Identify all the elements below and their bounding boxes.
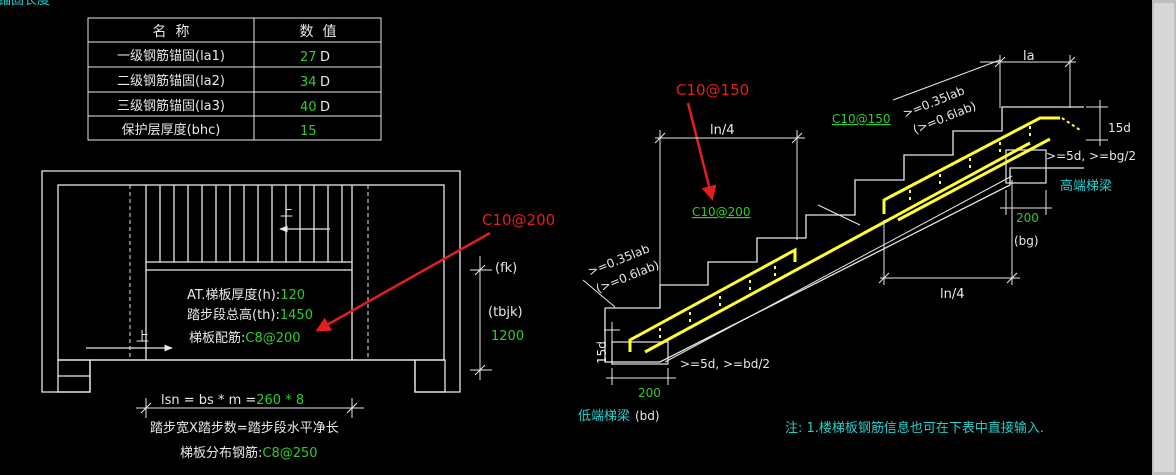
la-label: la bbox=[1023, 49, 1035, 64]
rebar-mid-label[interactable]: C10@200 bbox=[692, 205, 751, 219]
rebar-value[interactable]: C8@200 bbox=[245, 331, 300, 346]
high-beam-outline bbox=[1005, 149, 1047, 184]
callout-right-arrow bbox=[686, 102, 717, 201]
fk-label: (fk) bbox=[495, 261, 517, 276]
ln4-top-label: ln/4 bbox=[710, 123, 735, 138]
height-value[interactable]: 1450 bbox=[280, 308, 313, 323]
section-dimensions bbox=[582, 55, 1108, 385]
table-row-value[interactable]: 34 bbox=[300, 75, 317, 90]
table-row-name: 二级钢筋锚固(la2) bbox=[117, 73, 225, 89]
rebar-line: 梯板配筋:C8@200 bbox=[189, 330, 301, 346]
bd-value[interactable]: 200 bbox=[638, 386, 661, 400]
up-marker-top: 上 bbox=[280, 205, 293, 220]
tbjk-value[interactable]: 1200 bbox=[491, 329, 524, 344]
lsn-line: lsn = bs * m =260 * 8 bbox=[161, 393, 304, 408]
rebar-label: 梯板配筋: bbox=[189, 330, 245, 346]
stair-slab-outline bbox=[604, 167, 1084, 363]
table-header-value: 数 值 bbox=[300, 24, 337, 40]
ln4-bottom-label: ln/4 bbox=[940, 287, 965, 302]
header-fragment: 锚固长度 bbox=[0, 0, 50, 8]
low-beam-label: 低端梯梁 bbox=[578, 409, 630, 424]
table-row-name: 三级钢筋锚固(la3) bbox=[117, 98, 225, 114]
table-row-unit: D bbox=[320, 100, 330, 115]
table-header-name: 名 称 bbox=[153, 24, 190, 40]
thickness-value[interactable]: 120 bbox=[280, 288, 305, 303]
bg-value[interactable]: 200 bbox=[1016, 211, 1039, 225]
callout-left-arrow bbox=[315, 231, 491, 332]
d5-bottom-label: >=5d, >=bd/2 bbox=[680, 357, 770, 371]
height-label: 踏步段总高(th): bbox=[187, 307, 280, 323]
rebar-top-label[interactable]: C10@150 bbox=[832, 112, 891, 126]
formula-text: 踏步宽X踏步数=踏步段水平净长 bbox=[150, 420, 339, 436]
rebar-tail bbox=[1061, 117, 1081, 131]
tbjk-label: (tbjk) bbox=[488, 305, 523, 320]
table-row-name: 保护层厚度(bhc) bbox=[122, 122, 221, 138]
callout-left-label: C10@200 bbox=[482, 211, 555, 229]
distribution-label: 梯板分布钢筋: bbox=[180, 445, 262, 461]
distribution-line: 梯板分布钢筋:C8@250 bbox=[180, 445, 318, 461]
slab-rebar bbox=[628, 116, 1060, 354]
bg-label: (bg) bbox=[1014, 234, 1039, 248]
high-beam-label: 高端梯梁 bbox=[1060, 178, 1112, 194]
thickness-label: AT.梯板厚度(h): bbox=[187, 287, 280, 303]
stair-step-outline bbox=[605, 106, 1084, 309]
table-row-value[interactable]: 15 bbox=[300, 124, 317, 139]
plan-bottom-dimension bbox=[136, 398, 364, 418]
table-row-unit: D bbox=[320, 75, 330, 90]
d15-top-label: 15d bbox=[1108, 121, 1131, 135]
rebar-stirrups bbox=[659, 126, 1031, 338]
note-text: 注: 1.楼梯板钢筋信息也可在下表中直接输入. bbox=[785, 420, 1044, 436]
d5-top-label: >=5d, >=bg/2 bbox=[1046, 149, 1136, 163]
lsn-value[interactable]: 260 * 8 bbox=[256, 393, 304, 408]
table-row-unit: D bbox=[320, 50, 330, 65]
plan-right-dimension bbox=[470, 256, 492, 380]
distribution-value[interactable]: C8@250 bbox=[262, 446, 317, 461]
bd-label: (bd) bbox=[635, 409, 660, 423]
table-row-value[interactable]: 40 bbox=[300, 100, 317, 115]
scrollbar-thumb[interactable] bbox=[1154, 3, 1174, 472]
d15-left-label: 15d bbox=[595, 341, 609, 364]
parameter-table bbox=[87, 17, 382, 141]
plan-dashed-lines bbox=[129, 185, 369, 360]
table-row-name: 一级钢筋锚固(la1) bbox=[117, 48, 225, 64]
thickness-line: AT.梯板厚度(h):120 bbox=[187, 287, 305, 303]
table-row-value[interactable]: 27 bbox=[300, 50, 317, 65]
height-line: 踏步段总高(th):1450 bbox=[187, 307, 313, 323]
lsn-prefix: lsn = bs * m = bbox=[161, 393, 256, 408]
slab-soffit-line bbox=[664, 175, 1013, 363]
stair-plan-view bbox=[41, 170, 461, 393]
up-marker-bottom: 上 bbox=[136, 330, 149, 345]
callout-right-label: C10@150 bbox=[676, 81, 749, 99]
